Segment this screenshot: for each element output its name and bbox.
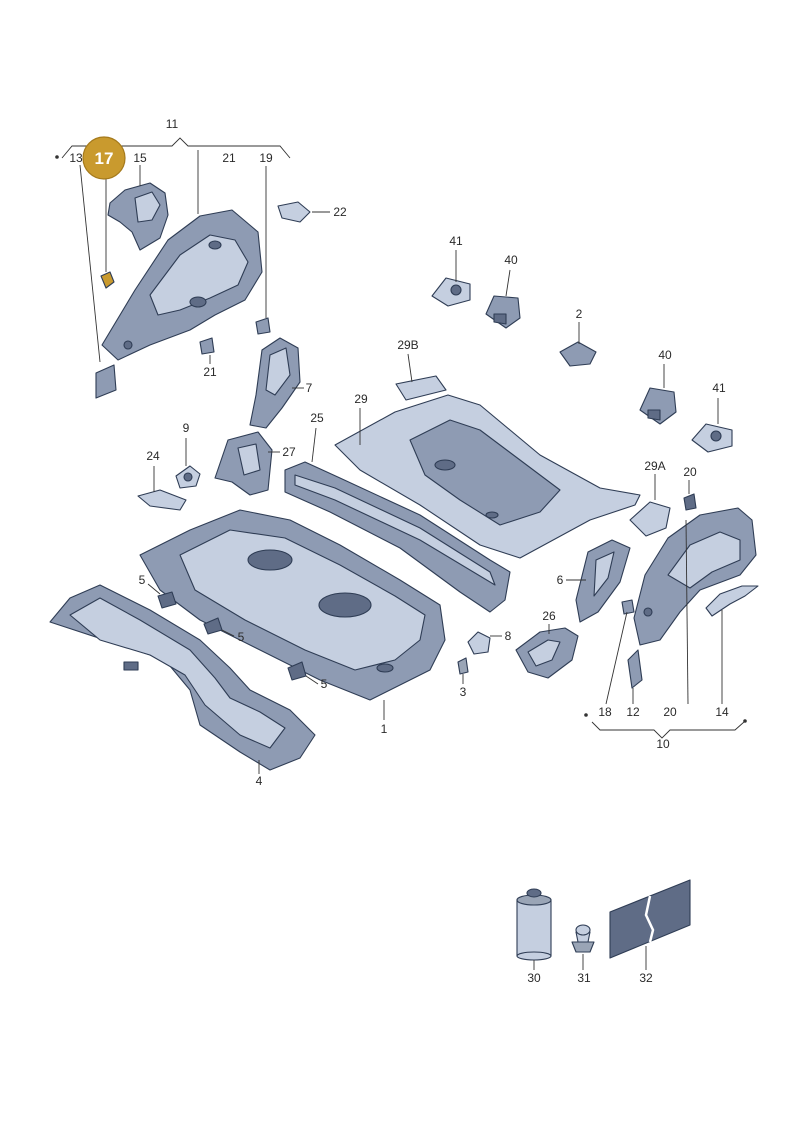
part-5-a[interactable] — [157, 591, 177, 609]
label-11: 11 — [166, 117, 179, 131]
part-21-clip[interactable] — [199, 337, 215, 355]
label-22: 22 — [333, 205, 347, 219]
label-29b: 29B — [397, 338, 418, 352]
label-41-upper: 41 — [449, 234, 463, 248]
label-10: 10 — [656, 737, 670, 751]
part-13[interactable] — [95, 364, 117, 399]
label-32: 32 — [639, 971, 653, 985]
part-12[interactable] — [627, 649, 643, 689]
part-21-wheelhouse[interactable] — [101, 209, 263, 361]
label-6: 6 — [557, 573, 564, 587]
part-17-clip[interactable] — [100, 271, 115, 289]
part-19[interactable] — [255, 317, 271, 335]
label-3: 3 — [460, 685, 467, 699]
leader-lines — [79, 150, 723, 970]
label-30: 30 — [527, 971, 541, 985]
part-7-pillar[interactable] — [249, 337, 301, 429]
label-40-right: 40 — [658, 348, 672, 362]
label-24: 24 — [146, 449, 160, 463]
part-4-crossmember[interactable] — [49, 584, 316, 771]
part-20-clip[interactable] — [683, 493, 697, 511]
part-41-upper[interactable] — [431, 277, 471, 307]
label-29a: 29A — [644, 459, 665, 473]
badge-label: 17 — [95, 149, 114, 168]
callout-labels: 11 13 15 21 19 22 21 7 27 9 24 25 29 29B… — [69, 117, 729, 985]
part-27[interactable] — [214, 431, 273, 496]
part-15[interactable] — [107, 182, 169, 251]
label-4: 4 — [256, 774, 263, 788]
part-3[interactable] — [457, 657, 469, 675]
part-40-upper[interactable] — [485, 295, 521, 329]
part-22[interactable] — [277, 201, 311, 223]
label-19: 19 — [259, 151, 273, 165]
label-13: 13 — [69, 151, 83, 165]
label-1: 1 — [381, 722, 388, 736]
part-26[interactable] — [515, 627, 579, 679]
part-6-pillar[interactable] — [575, 539, 631, 623]
part-14[interactable] — [705, 585, 759, 617]
label-27: 27 — [282, 445, 296, 459]
label-25: 25 — [310, 411, 324, 425]
label-14: 14 — [715, 705, 729, 719]
label-5-c: 5 — [321, 677, 328, 691]
label-29: 29 — [354, 392, 368, 406]
label-31: 31 — [577, 971, 591, 985]
part-1-main-floor[interactable] — [139, 509, 446, 701]
part-41-right[interactable] — [691, 423, 733, 453]
group-bracket-10 — [584, 713, 747, 739]
part-18[interactable] — [621, 599, 635, 615]
label-5-a: 5 — [139, 573, 146, 587]
label-41-right: 41 — [712, 381, 726, 395]
label-40-upper: 40 — [504, 253, 518, 267]
label-20-bottom: 20 — [663, 705, 677, 719]
callout-badge-17[interactable]: 17 — [82, 136, 126, 180]
part-2[interactable] — [559, 341, 597, 367]
part-32-sheet[interactable] — [609, 879, 691, 959]
label-21-clip: 21 — [203, 365, 217, 379]
group-bracket-11 — [55, 137, 291, 159]
part-20-wheelhouse[interactable] — [633, 507, 757, 646]
part-29b[interactable] — [395, 375, 447, 401]
part-31-plug[interactable] — [571, 924, 595, 953]
label-21-top: 21 — [222, 151, 236, 165]
label-7: 7 — [306, 381, 313, 395]
part-29-floor-pan[interactable] — [334, 394, 641, 559]
label-20-top: 20 — [683, 465, 697, 479]
part-24[interactable] — [137, 489, 187, 511]
part-29a[interactable] — [629, 501, 671, 537]
part-25-crossmember[interactable] — [284, 461, 511, 613]
label-8: 8 — [505, 629, 512, 643]
label-26: 26 — [542, 609, 556, 623]
part-9[interactable] — [175, 465, 201, 489]
label-5-b: 5 — [238, 630, 245, 644]
part-30-can[interactable] — [516, 888, 552, 961]
label-9: 9 — [183, 421, 190, 435]
label-18: 18 — [598, 705, 612, 719]
label-15: 15 — [133, 151, 147, 165]
label-2: 2 — [576, 307, 583, 321]
label-12: 12 — [626, 705, 640, 719]
part-8[interactable] — [467, 631, 491, 655]
part-40-right[interactable] — [639, 387, 677, 425]
